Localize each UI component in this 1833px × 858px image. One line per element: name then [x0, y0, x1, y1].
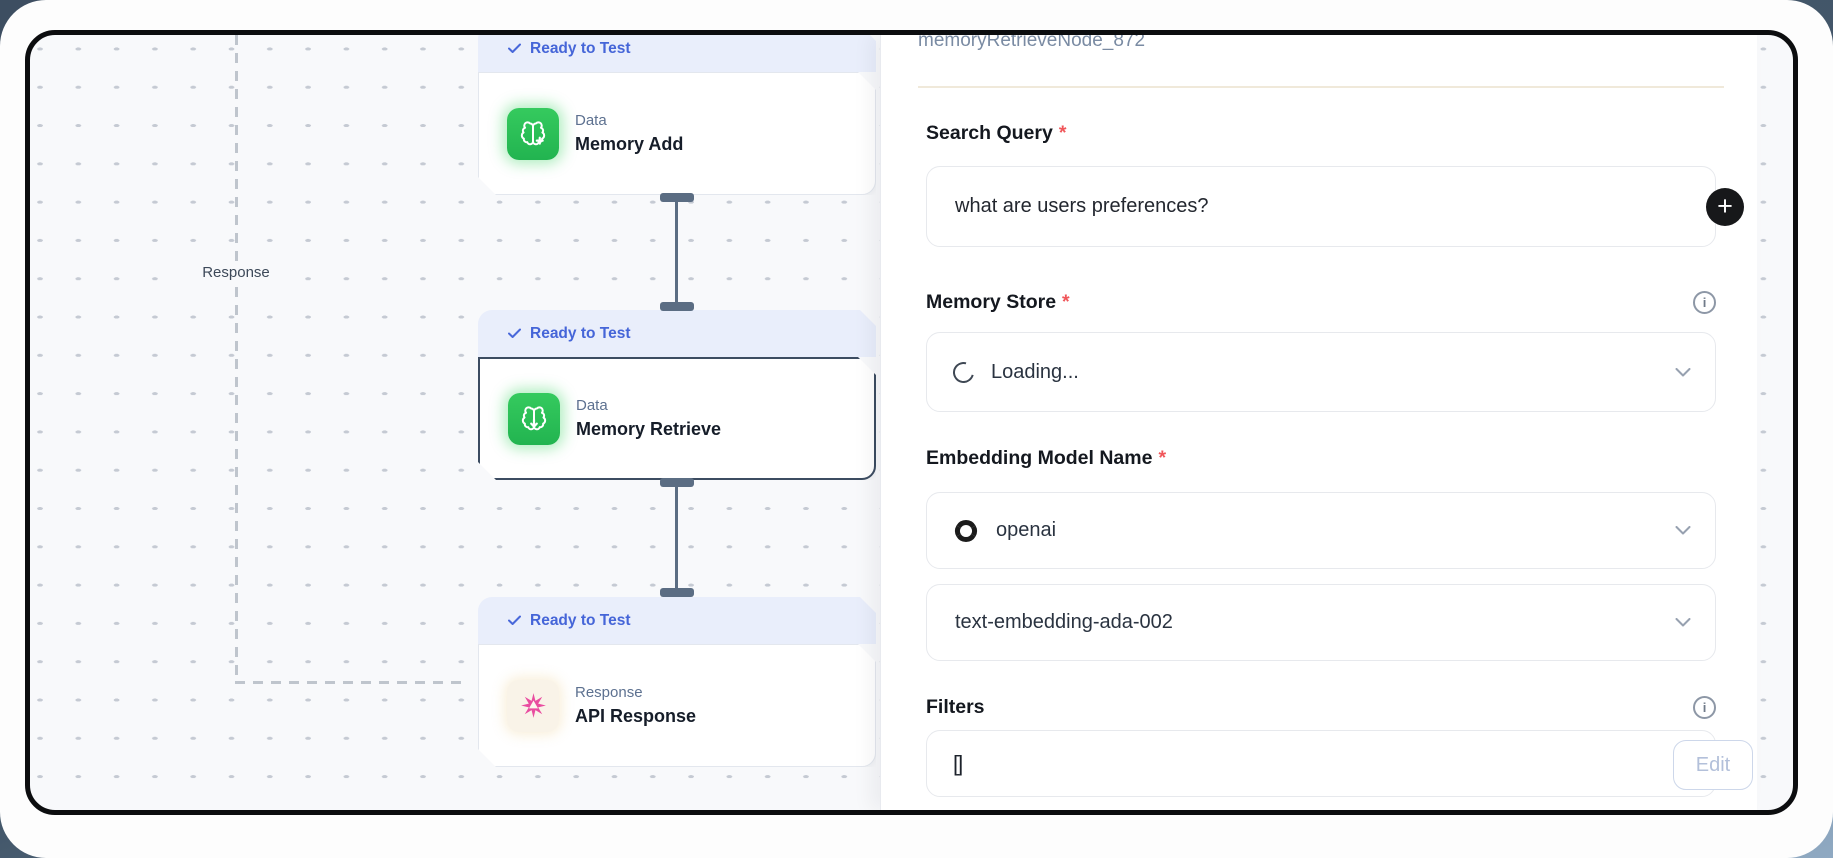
node-title: Memory Retrieve: [576, 419, 722, 439]
node-category: Response: [575, 684, 643, 701]
search-query-label: Search Query*: [926, 121, 1067, 144]
required-asterisk: *: [1062, 290, 1070, 313]
node-category: Data: [576, 397, 608, 414]
status-badge-label: Ready to Test: [530, 324, 631, 342]
status-badge-label: Ready to Test: [530, 39, 631, 57]
edit-filters-button[interactable]: Edit: [1673, 740, 1753, 790]
node-memory-retrieve[interactable]: Data Memory Retrieve: [478, 357, 876, 480]
plus-icon: +: [1717, 191, 1733, 221]
node-api-response[interactable]: Response API Response: [478, 644, 876, 767]
memory-store-select[interactable]: Loading...: [926, 332, 1716, 412]
check-icon: [508, 328, 521, 339]
node-title: API Response: [575, 706, 697, 726]
node-properties-panel: memoryRetrieveNode_872 Search Query* + M…: [880, 35, 1757, 810]
workflow-window: Response Ready to Test Data Memory Add: [25, 30, 1798, 815]
status-badge-api-response: Ready to Test: [478, 597, 876, 644]
edge-connector: [675, 201, 678, 304]
embedding-model-select[interactable]: text-embedding-ada-002: [926, 584, 1716, 661]
brain-add-icon: [507, 108, 559, 160]
embedding-model-label: Embedding Model Name*: [926, 446, 1167, 469]
output-port-memory-retrieve[interactable]: [660, 478, 694, 487]
node-memory-add[interactable]: Data Memory Add: [478, 72, 876, 195]
check-icon: [508, 615, 521, 626]
chevron-down-icon: [1675, 618, 1691, 627]
input-port-memory-retrieve[interactable]: [660, 302, 694, 311]
node-name-field[interactable]: memoryRetrieveNode_872: [918, 35, 1146, 51]
status-badge-memory-add: Ready to Test: [478, 30, 876, 72]
search-query-field: +: [926, 166, 1744, 247]
chevron-down-icon: [1675, 526, 1691, 535]
required-asterisk: *: [1058, 121, 1067, 144]
spinner-icon: [949, 357, 978, 387]
node-title: Memory Add: [575, 134, 684, 154]
edge-label-response: Response: [180, 261, 292, 284]
memory-store-value: Loading...: [991, 360, 1079, 383]
info-icon[interactable]: i: [1693, 290, 1716, 314]
status-badge-memory-retrieve: Ready to Test: [478, 310, 876, 357]
input-port-api-response[interactable]: [660, 588, 694, 597]
check-icon: [508, 43, 521, 54]
embedding-model-value: text-embedding-ada-002: [955, 611, 1173, 633]
panel-divider: [918, 86, 1724, 88]
required-asterisk: *: [1158, 446, 1167, 469]
memory-store-label: Memory Store*: [926, 290, 1070, 313]
api-response-icon: [507, 680, 559, 732]
node-category: Data: [575, 112, 607, 129]
info-icon[interactable]: i: [1693, 695, 1716, 719]
embedding-provider-select[interactable]: openai: [926, 492, 1716, 569]
chevron-down-icon: [1675, 367, 1691, 376]
edge-connector: [675, 486, 678, 589]
filters-value: []: [953, 750, 963, 776]
status-badge-label: Ready to Test: [530, 611, 631, 629]
embedding-provider-value: openai: [996, 519, 1057, 541]
openai-logo-icon: [953, 518, 979, 544]
filters-field: [] Edit: [926, 730, 1753, 797]
filters-label: Filters: [926, 695, 985, 718]
search-query-input[interactable]: [955, 195, 1645, 218]
brain-retrieve-icon: [508, 393, 560, 445]
response-edge-horizontal: [235, 681, 461, 684]
add-variable-button[interactable]: +: [1706, 187, 1744, 226]
output-port-memory-add[interactable]: [660, 193, 694, 202]
response-edge-vertical: [235, 35, 238, 683]
